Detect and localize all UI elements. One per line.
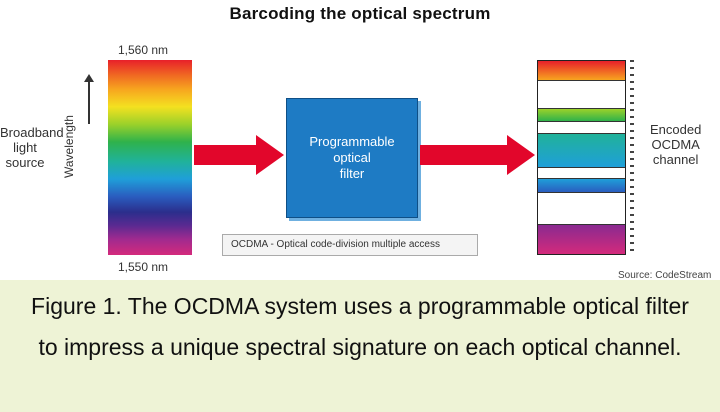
barcode-tick: [630, 172, 634, 174]
source-credit: Source: CodeStream: [618, 270, 712, 281]
barcode-tick: [630, 74, 634, 76]
figure-caption: Figure 1. The OCDMA system uses a progra…: [0, 280, 720, 412]
barcode-tick: [630, 186, 634, 188]
input-arrow: [194, 135, 286, 175]
encoded-spectrum: [537, 60, 626, 255]
encoded-band: [538, 61, 625, 81]
barcode-tick: [630, 60, 634, 62]
barcode-tick: [630, 235, 634, 237]
broadband-spectrum: [108, 60, 192, 255]
barcode-tick: [630, 130, 634, 132]
barcode-tick: [630, 193, 634, 195]
diagram-title: Barcoding the optical spectrum: [229, 4, 491, 23]
acronym-legend: OCDMA - Optical code-division multiple a…: [222, 234, 478, 256]
barcode-tick: [630, 151, 634, 153]
barcode-tick: [630, 123, 634, 125]
encoded-band: [538, 167, 625, 179]
barcode-tick: [630, 81, 634, 83]
barcode-tick: [630, 109, 634, 111]
barcode-tick: [630, 221, 634, 223]
bottom-wavelength-label: 1,550 nm: [118, 260, 169, 274]
programmable-filter-box: Programmable optical filter: [286, 98, 418, 218]
barcode-tick: [630, 102, 634, 104]
barcode-tick: [630, 137, 634, 139]
encoded-band: [538, 225, 625, 254]
input-label: Broadband light source: [0, 125, 64, 170]
barcode-tick: [630, 67, 634, 69]
output-label: Encoded OCDMA channel: [650, 122, 702, 167]
barcode-tick: [630, 179, 634, 181]
barcode-tick: [630, 242, 634, 244]
top-wavelength-label: 1,560 nm: [118, 43, 169, 57]
barcode-tick: [630, 200, 634, 202]
encoded-band: [538, 134, 625, 168]
wavelength-axis-label: Wavelength: [62, 115, 76, 178]
barcode-tick: [630, 116, 634, 118]
barcode-tick: [630, 88, 634, 90]
caption-text: Figure 1. The OCDMA system uses a progra…: [31, 293, 689, 360]
wavelength-arrow: [84, 74, 94, 124]
encoded-band: [538, 120, 625, 135]
barcode-tick: [630, 158, 634, 160]
encoded-band: [538, 178, 625, 193]
output-arrow: [420, 135, 537, 175]
barcode-ticks: [630, 60, 636, 255]
barcode-tick: [630, 207, 634, 209]
barcode-tick: [630, 214, 634, 216]
barcode-tick: [630, 144, 634, 146]
encoded-band: [538, 109, 625, 121]
filter-label: Programmable optical filter: [309, 134, 395, 181]
barcode-tick: [630, 165, 634, 167]
barcode-tick: [630, 249, 634, 251]
barcode-tick: [630, 228, 634, 230]
encoded-band: [538, 192, 625, 226]
encoded-band: [538, 80, 625, 110]
barcode-tick: [630, 95, 634, 97]
